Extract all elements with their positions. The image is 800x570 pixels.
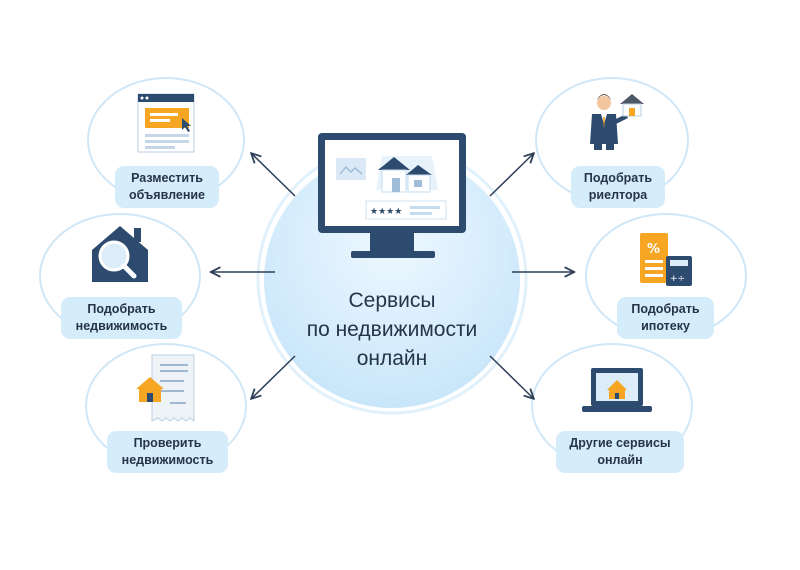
calculator-percent-icon: % +÷ [640,233,692,286]
house-document-icon [136,354,195,422]
label-find-realtor-line2: риелтора [588,188,648,202]
center-title: Сервисы по недвижимости онлайн [272,286,512,373]
svg-text:%: % [647,242,660,257]
web-ad-icon [137,93,195,153]
monitor-house-icon: ★★★★ [318,133,466,258]
label-find-mortgage-line1: Подобрать [631,302,700,316]
label-post-ad-line1: Разместить [131,171,203,185]
label-other-services-line2: онлайн [597,453,643,467]
arrow-to-other [489,355,533,398]
realtor-house-icon [590,94,644,150]
label-find-mortgage-line2: ипотеку [641,319,690,333]
center-title-line2: по недвижимости [306,318,478,341]
label-find-property-line2: недвижимость [75,319,168,333]
arrow-to-check [252,355,296,398]
label-find-realtor: Подобрать риелтора [571,166,665,208]
label-check-property-line2: недвижимость [121,453,214,467]
center-title-line1: Сервисы [348,289,436,312]
label-post-ad-line2: объявление [128,188,206,202]
arrow-to-realtor [489,154,533,197]
svg-text:+÷: +÷ [670,274,685,284]
label-find-property-line1: Подобрать [87,302,156,316]
label-post-ad: Разместить объявление [115,166,219,208]
label-check-property-line1: Проверить [133,436,202,450]
label-find-realtor-line1: Подобрать [583,171,653,185]
label-other-services-line1: Другие сервисы [569,436,671,450]
label-find-mortgage: Подобрать ипотеку [617,297,714,339]
label-find-property: Подобрать недвижимость [61,297,182,339]
house-search-icon [92,226,148,282]
laptop-house-icon [582,368,652,412]
label-check-property: Проверить недвижимость [107,431,228,473]
arrow-to-post [252,154,296,197]
label-other-services: Другие сервисы онлайн [556,431,684,473]
svg-text:★★★★: ★★★★ [370,207,402,217]
center-title-line3: онлайн [356,347,428,370]
